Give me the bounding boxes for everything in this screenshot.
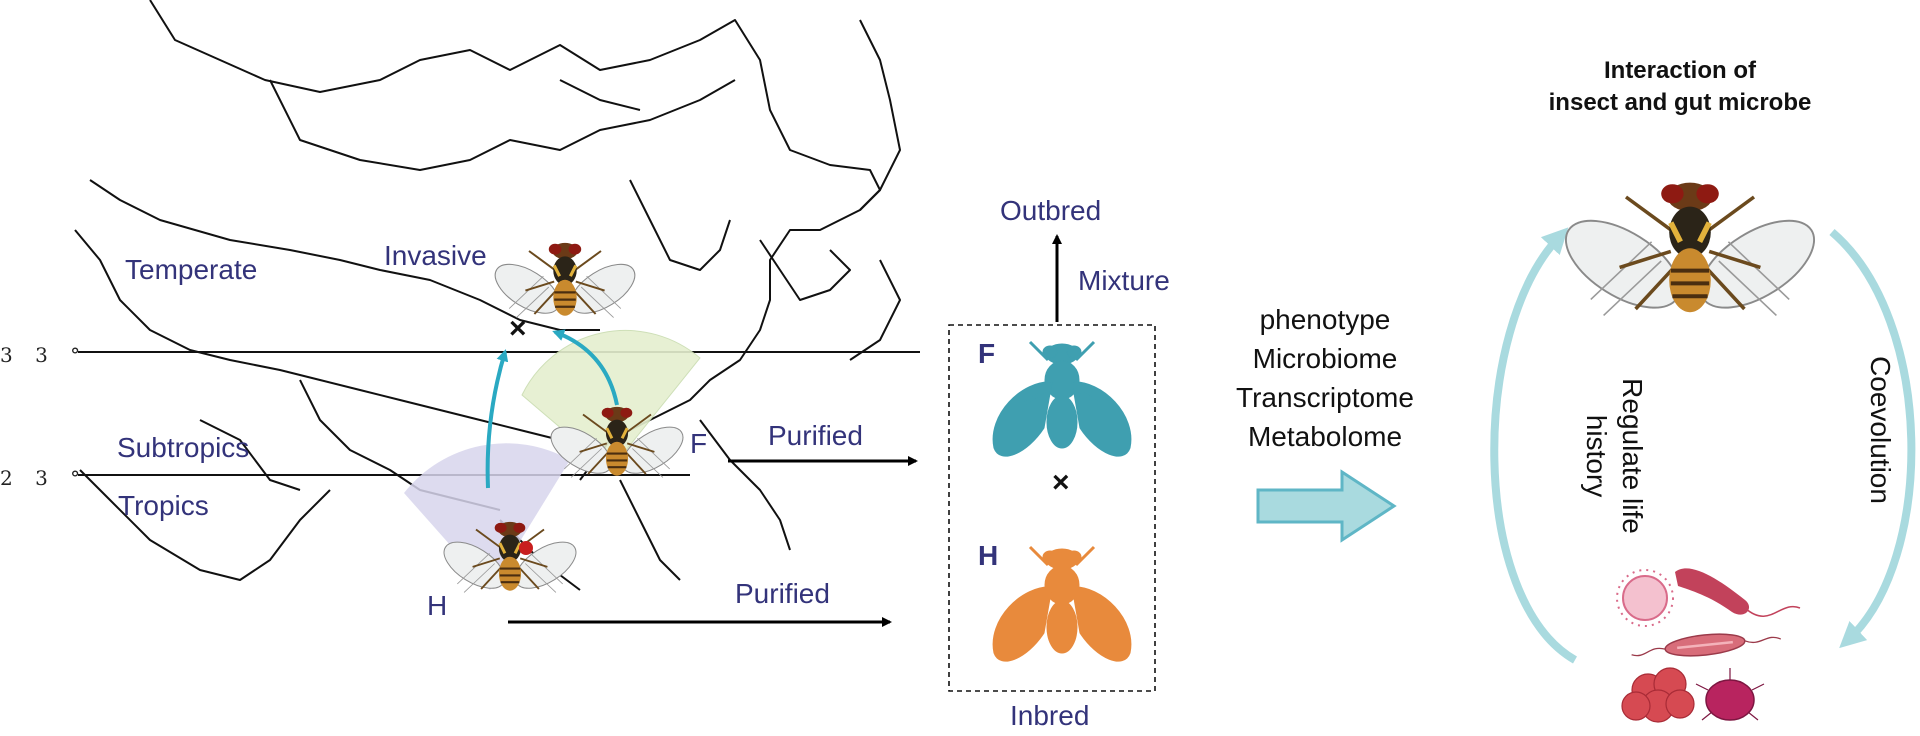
cycle-arrow-right [1829, 228, 1916, 649]
outbred-fly-left-icon [919, 92, 1057, 206]
inbred-h-label: H [978, 540, 999, 571]
interaction-title: Interaction of insect and gut microbe [1500, 55, 1860, 119]
tropical-range-sector [404, 443, 570, 590]
latitude-23-label: 2 3 ° [0, 466, 89, 490]
subtropics-label: Subtropics [117, 432, 250, 463]
outbred-label: Outbred [1000, 195, 1102, 226]
latitude-33-label: 3 3 ° [0, 343, 89, 367]
inbred-label: Inbred [1010, 700, 1090, 731]
cross-symbol-inbred: × [1052, 466, 1070, 499]
coevolution-label: Coevolution [1865, 356, 1896, 504]
inbred-f-label: F [978, 338, 996, 369]
omics-list: phenotype Microbiome Transcriptome Metab… [1215, 300, 1435, 456]
sampling-marker-icon [519, 541, 533, 555]
gut-microbes-icon [1616, 568, 1801, 723]
omics-flow-arrow [1256, 469, 1397, 543]
interaction-title-line2: insect and gut microbe [1548, 89, 1812, 116]
omics-item-metabolome: Metabolome [1247, 421, 1403, 452]
regulate-life-history-label: Regulate life history [1570, 326, 1650, 586]
dispersal-arrow-h [485, 349, 509, 489]
cross-symbol-map: × [509, 312, 527, 345]
invasive-label: Invasive [384, 240, 487, 271]
mixture-label: Mixture [1078, 265, 1170, 296]
dispersal-arrow-f [552, 329, 619, 406]
population-h-label: H [427, 590, 448, 621]
population-f-label: F [690, 428, 708, 459]
outbred-fly-right-icon [1071, 92, 1209, 206]
omics-item-transcriptome: Transcriptome [1236, 382, 1414, 413]
cycle-arrow-left [1490, 227, 1577, 664]
inbred-box [948, 324, 1156, 692]
regulate-line1: Regulate life [1617, 378, 1648, 534]
inbred-f-fly-icon [991, 340, 1133, 458]
insect-fly-icon [1552, 183, 1829, 326]
omics-item-microbiome: Microbiome [1252, 343, 1398, 374]
inbred-h-fly-icon [991, 545, 1133, 663]
regulate-line2: history [1581, 414, 1612, 498]
tropics-label: Tropics [118, 490, 209, 521]
omics-item-phenotype: phenotype [1259, 304, 1391, 335]
purified-label-top: Purified [768, 420, 863, 451]
purified-label-bottom: Purified [735, 578, 830, 609]
temperate-label: Temperate [125, 254, 258, 285]
interaction-title-line1: Interaction of [1603, 57, 1756, 84]
subtropical-range-sector [521, 329, 701, 471]
